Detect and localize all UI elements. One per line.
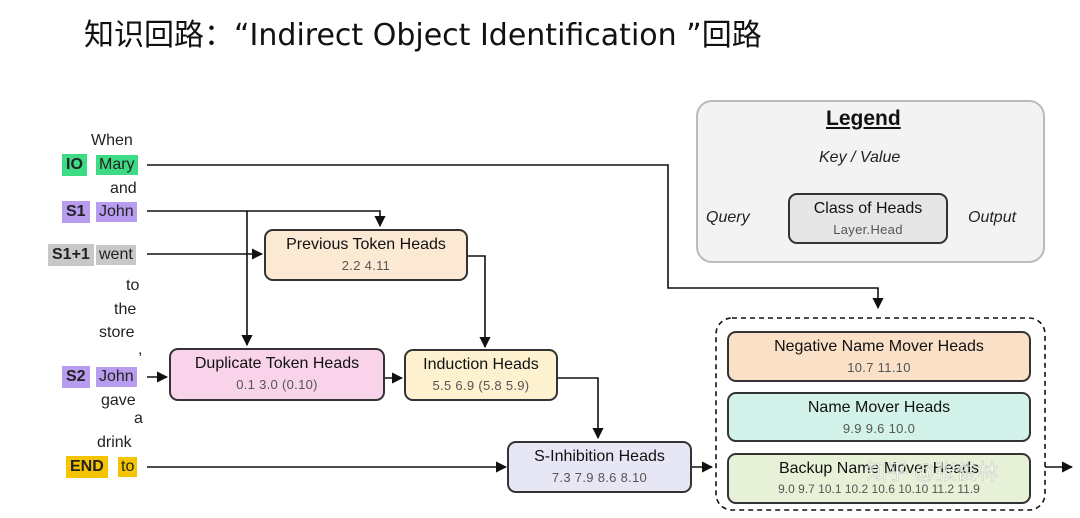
duplicate-token-heads: Duplicate Token Heads 0.1 3.0 (0.10) bbox=[169, 348, 385, 401]
role-s1-plus-1: S1+1 bbox=[48, 244, 94, 266]
duplicate-token-heads-label: Duplicate Token Heads bbox=[194, 355, 360, 372]
token-john-s2: John bbox=[96, 367, 137, 387]
duplicate-token-heads-ids: 0.1 3.0 (0.10) bbox=[236, 377, 318, 392]
name-mover-heads-label: Name Mover Heads bbox=[807, 399, 951, 416]
token-mary: Mary bbox=[96, 155, 138, 175]
negative-name-mover-heads-ids: 10.7 11.10 bbox=[847, 360, 911, 375]
legend-class-box: Class of Heads Layer.Head bbox=[788, 193, 948, 244]
induction-heads: Induction Heads 5.5 6.9 (5.8 5.9) bbox=[404, 349, 558, 401]
token-comma: , bbox=[138, 341, 143, 358]
role-s1: S1 bbox=[62, 201, 90, 223]
token-the: the bbox=[114, 301, 137, 318]
negative-name-mover-heads: Negative Name Mover Heads 10.7 11.10 bbox=[727, 331, 1031, 382]
token-to-end: to bbox=[118, 457, 138, 477]
watermark: 知乎 @张俊林 bbox=[866, 461, 999, 485]
role-end: END bbox=[66, 456, 108, 478]
legend-class-sub: Layer.Head bbox=[833, 222, 903, 237]
role-s2: S2 bbox=[62, 366, 90, 388]
token-when: When bbox=[91, 132, 133, 149]
token-to: to bbox=[126, 277, 140, 294]
s-inhibition-heads: S-Inhibition Heads 7.3 7.9 8.6 8.10 bbox=[507, 441, 692, 493]
token-john-s1: John bbox=[96, 202, 137, 222]
s-inhibition-heads-ids: 7.3 7.9 8.6 8.10 bbox=[551, 470, 648, 485]
backup-name-mover-heads-label: Backup Name Mover Heads bbox=[778, 460, 980, 477]
name-mover-heads-ids: 9.9 9.6 10.0 bbox=[842, 421, 916, 436]
token-went: went bbox=[96, 245, 136, 265]
arrow-io-to-movers bbox=[147, 164, 884, 310]
induction-heads-label: Induction Heads bbox=[423, 356, 539, 373]
legend-title: Legend bbox=[826, 107, 901, 130]
name-mover-heads: Name Mover Heads 9.9 9.6 10.0 bbox=[727, 392, 1031, 442]
token-and: and bbox=[110, 180, 137, 197]
token-a: a bbox=[134, 410, 143, 427]
legend-class-label: Class of Heads bbox=[813, 200, 923, 217]
name-mover-group-outline bbox=[715, 317, 1046, 511]
token-gave: gave bbox=[101, 392, 136, 409]
backup-name-mover-heads: Backup Name Mover Heads 9.0 9.7 10.1 10.… bbox=[727, 453, 1031, 504]
arrow-s1-to-previous bbox=[147, 210, 386, 228]
backup-name-mover-heads-ids: 9.0 9.7 10.1 10.2 10.6 10.10 11.2 11.9 bbox=[778, 482, 980, 496]
legend-key-value: Key / Value bbox=[819, 149, 901, 166]
page-title: 知识回路：“Indirect Object Identification ”回路 bbox=[84, 18, 762, 53]
legend-query: Query bbox=[706, 209, 750, 226]
arrow-induction-to-sinhibition bbox=[558, 377, 604, 440]
token-drink: drink bbox=[97, 434, 132, 451]
s-inhibition-heads-label: S-Inhibition Heads bbox=[534, 448, 665, 465]
induction-heads-ids: 5.5 6.9 (5.8 5.9) bbox=[432, 378, 530, 393]
arrow-previous-to-induction bbox=[468, 255, 491, 349]
previous-token-heads-label: Previous Token Heads bbox=[286, 236, 446, 253]
legend-output: Output bbox=[968, 209, 1017, 226]
negative-name-mover-heads-label: Negative Name Mover Heads bbox=[774, 338, 984, 355]
previous-token-heads: Previous Token Heads 2.2 4.11 bbox=[264, 229, 468, 281]
token-store: store bbox=[99, 324, 135, 341]
role-io: IO bbox=[62, 154, 87, 176]
previous-token-heads-ids: 2.2 4.11 bbox=[341, 258, 391, 273]
